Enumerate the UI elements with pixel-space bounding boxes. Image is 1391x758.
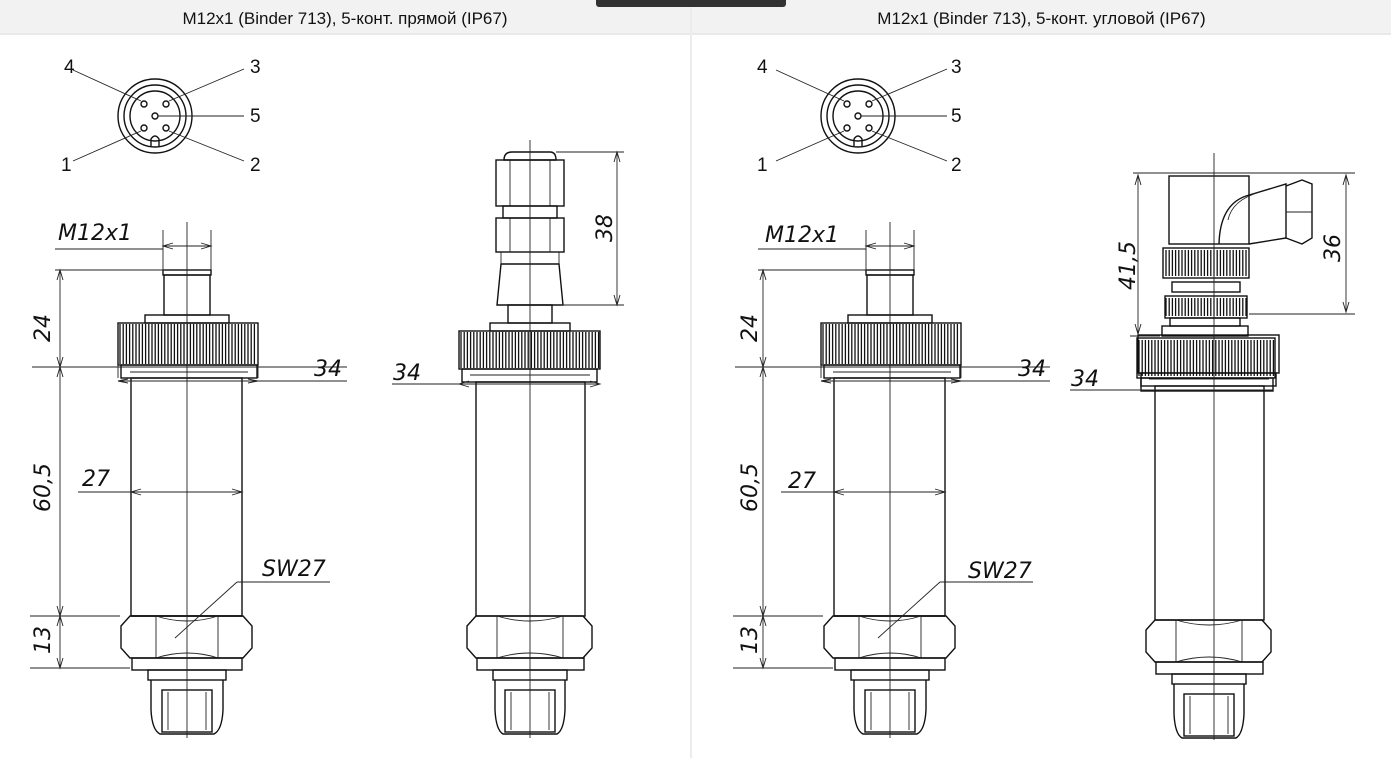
sw27-right: SW27 <box>968 559 1032 584</box>
thread-label-left: M12x1 <box>58 221 132 246</box>
header-divider <box>0 33 1391 35</box>
header-straight-connector: M12x1 (Binder 713), 5-конт. прямой (IP67… <box>0 7 690 33</box>
header-angled-connector: M12x1 (Binder 713), 5-конт. угловой (IP6… <box>692 7 1391 33</box>
dim-38: 38 <box>593 214 618 242</box>
dim-27-left: 27 <box>82 467 110 492</box>
thread-label-right: M12x1 <box>765 223 839 248</box>
column-divider <box>690 7 692 758</box>
dim-24-left: 24 <box>31 314 56 342</box>
pin-layout-right <box>775 68 948 162</box>
pin-label-5-left: 5 <box>250 106 261 127</box>
dim-34-right-front: 34 <box>1018 357 1046 382</box>
knurl-side-angled <box>1136 250 1276 392</box>
dim-24-right: 24 <box>738 314 763 342</box>
side-view-straight <box>392 140 624 738</box>
knurl-side-straight <box>460 332 600 368</box>
knurl-front-angled <box>822 324 959 364</box>
dim-36: 36 <box>1321 234 1346 262</box>
front-view-angled <box>732 221 1051 739</box>
dim-60-5-right: 60,5 <box>738 463 763 512</box>
front-view-straight <box>29 221 348 739</box>
dim-34-left-side: 34 <box>393 361 421 386</box>
pin-label-5-right: 5 <box>951 106 962 127</box>
dim-13-right: 13 <box>738 626 763 654</box>
pin-label-1-right: 1 <box>757 155 768 176</box>
pin-label-3-right: 3 <box>951 57 962 78</box>
pin-label-4-right: 4 <box>757 57 768 78</box>
dim-34-left-front: 34 <box>314 357 342 382</box>
cropped-title-remnant <box>596 0 786 7</box>
dim-13-left: 13 <box>31 626 56 654</box>
side-view-angled <box>1070 153 1355 740</box>
pin-layout-left <box>72 68 245 162</box>
dim-34-right-side: 34 <box>1071 367 1099 392</box>
knurl-front-straight <box>119 324 256 364</box>
dim-60-5-left: 60,5 <box>31 463 56 512</box>
pin-label-1-left: 1 <box>61 155 72 176</box>
pin-label-2-left: 2 <box>250 155 261 176</box>
pin-label-2-right: 2 <box>951 155 962 176</box>
pin-label-4-left: 4 <box>64 57 75 78</box>
sw27-left: SW27 <box>262 557 326 582</box>
dim-27-right: 27 <box>788 469 816 494</box>
dim-41-5: 41,5 <box>1116 241 1141 290</box>
pin-label-3-left: 3 <box>250 57 261 78</box>
